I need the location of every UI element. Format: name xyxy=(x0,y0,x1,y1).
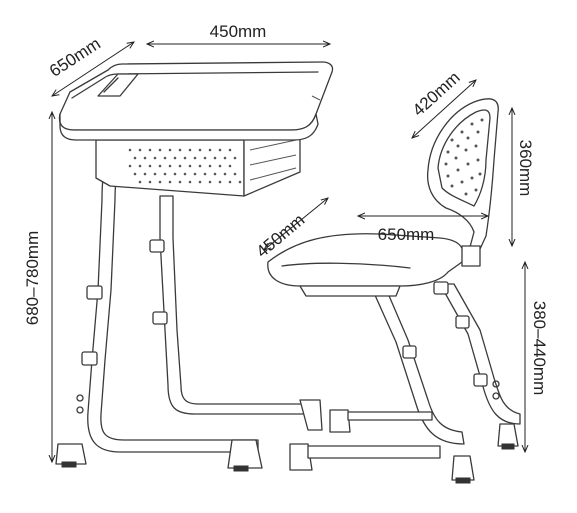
seat-back-width-line xyxy=(412,80,476,138)
chair xyxy=(267,98,521,484)
seat-width-label: 650mm xyxy=(378,225,435,244)
desk-left-leg xyxy=(55,149,263,472)
desk-top xyxy=(58,61,334,141)
desk-width-label: 450mm xyxy=(210,22,267,41)
seat-back-height-label: 360mm xyxy=(516,140,535,197)
seat-back-width-label: 420mm xyxy=(409,68,464,120)
seat-height-label: 380–440mm xyxy=(530,301,549,396)
desk-depth-line xyxy=(52,42,134,96)
desk-right-leg xyxy=(149,195,323,431)
desk-height-label: 680–780mm xyxy=(23,231,42,326)
chair-legs xyxy=(289,283,521,484)
dimension-lines xyxy=(52,42,525,462)
seat-depth-line xyxy=(264,198,328,250)
desk-depth-label: 650mm xyxy=(46,34,104,81)
drawer-perforation xyxy=(128,148,242,184)
